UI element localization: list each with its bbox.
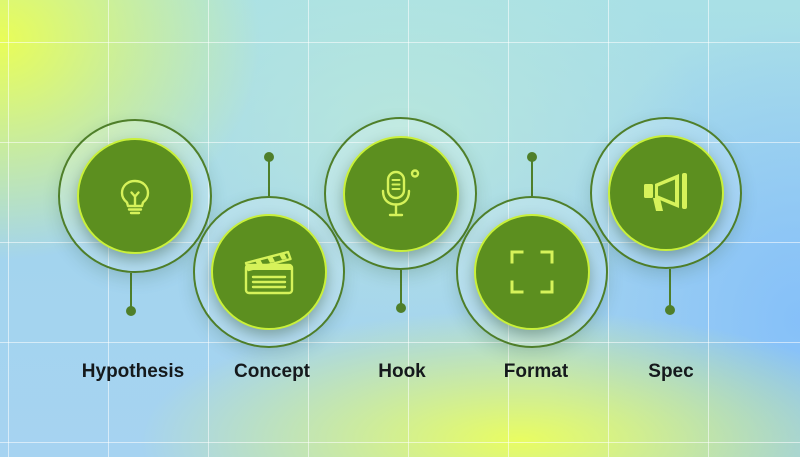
microphone-icon xyxy=(381,169,420,217)
connector-dot-concept xyxy=(264,152,274,162)
step-disc-format[interactable] xyxy=(474,214,590,330)
lightbulb-icon xyxy=(120,179,150,215)
clapperboard-icon xyxy=(244,250,294,295)
connector-dot-format xyxy=(527,152,537,162)
step-label-format: Format xyxy=(503,361,569,382)
step-label-concept: Concept xyxy=(234,361,310,382)
step-disc-hook[interactable] xyxy=(343,136,459,252)
connector-dot-hypothesis xyxy=(126,306,136,316)
step-disc-hypothesis[interactable] xyxy=(77,138,193,254)
frame-corners-icon xyxy=(510,250,554,294)
step-label-hook: Hook xyxy=(378,361,426,382)
step-label-hypothesis: Hypothesis xyxy=(81,361,185,382)
connector-dot-spec xyxy=(665,305,675,315)
step-disc-concept[interactable] xyxy=(211,214,327,330)
step-label-spec: Spec xyxy=(648,361,694,382)
megaphone-icon xyxy=(644,173,687,211)
step-disc-spec[interactable] xyxy=(608,135,724,251)
connector-dot-hook xyxy=(396,303,406,313)
